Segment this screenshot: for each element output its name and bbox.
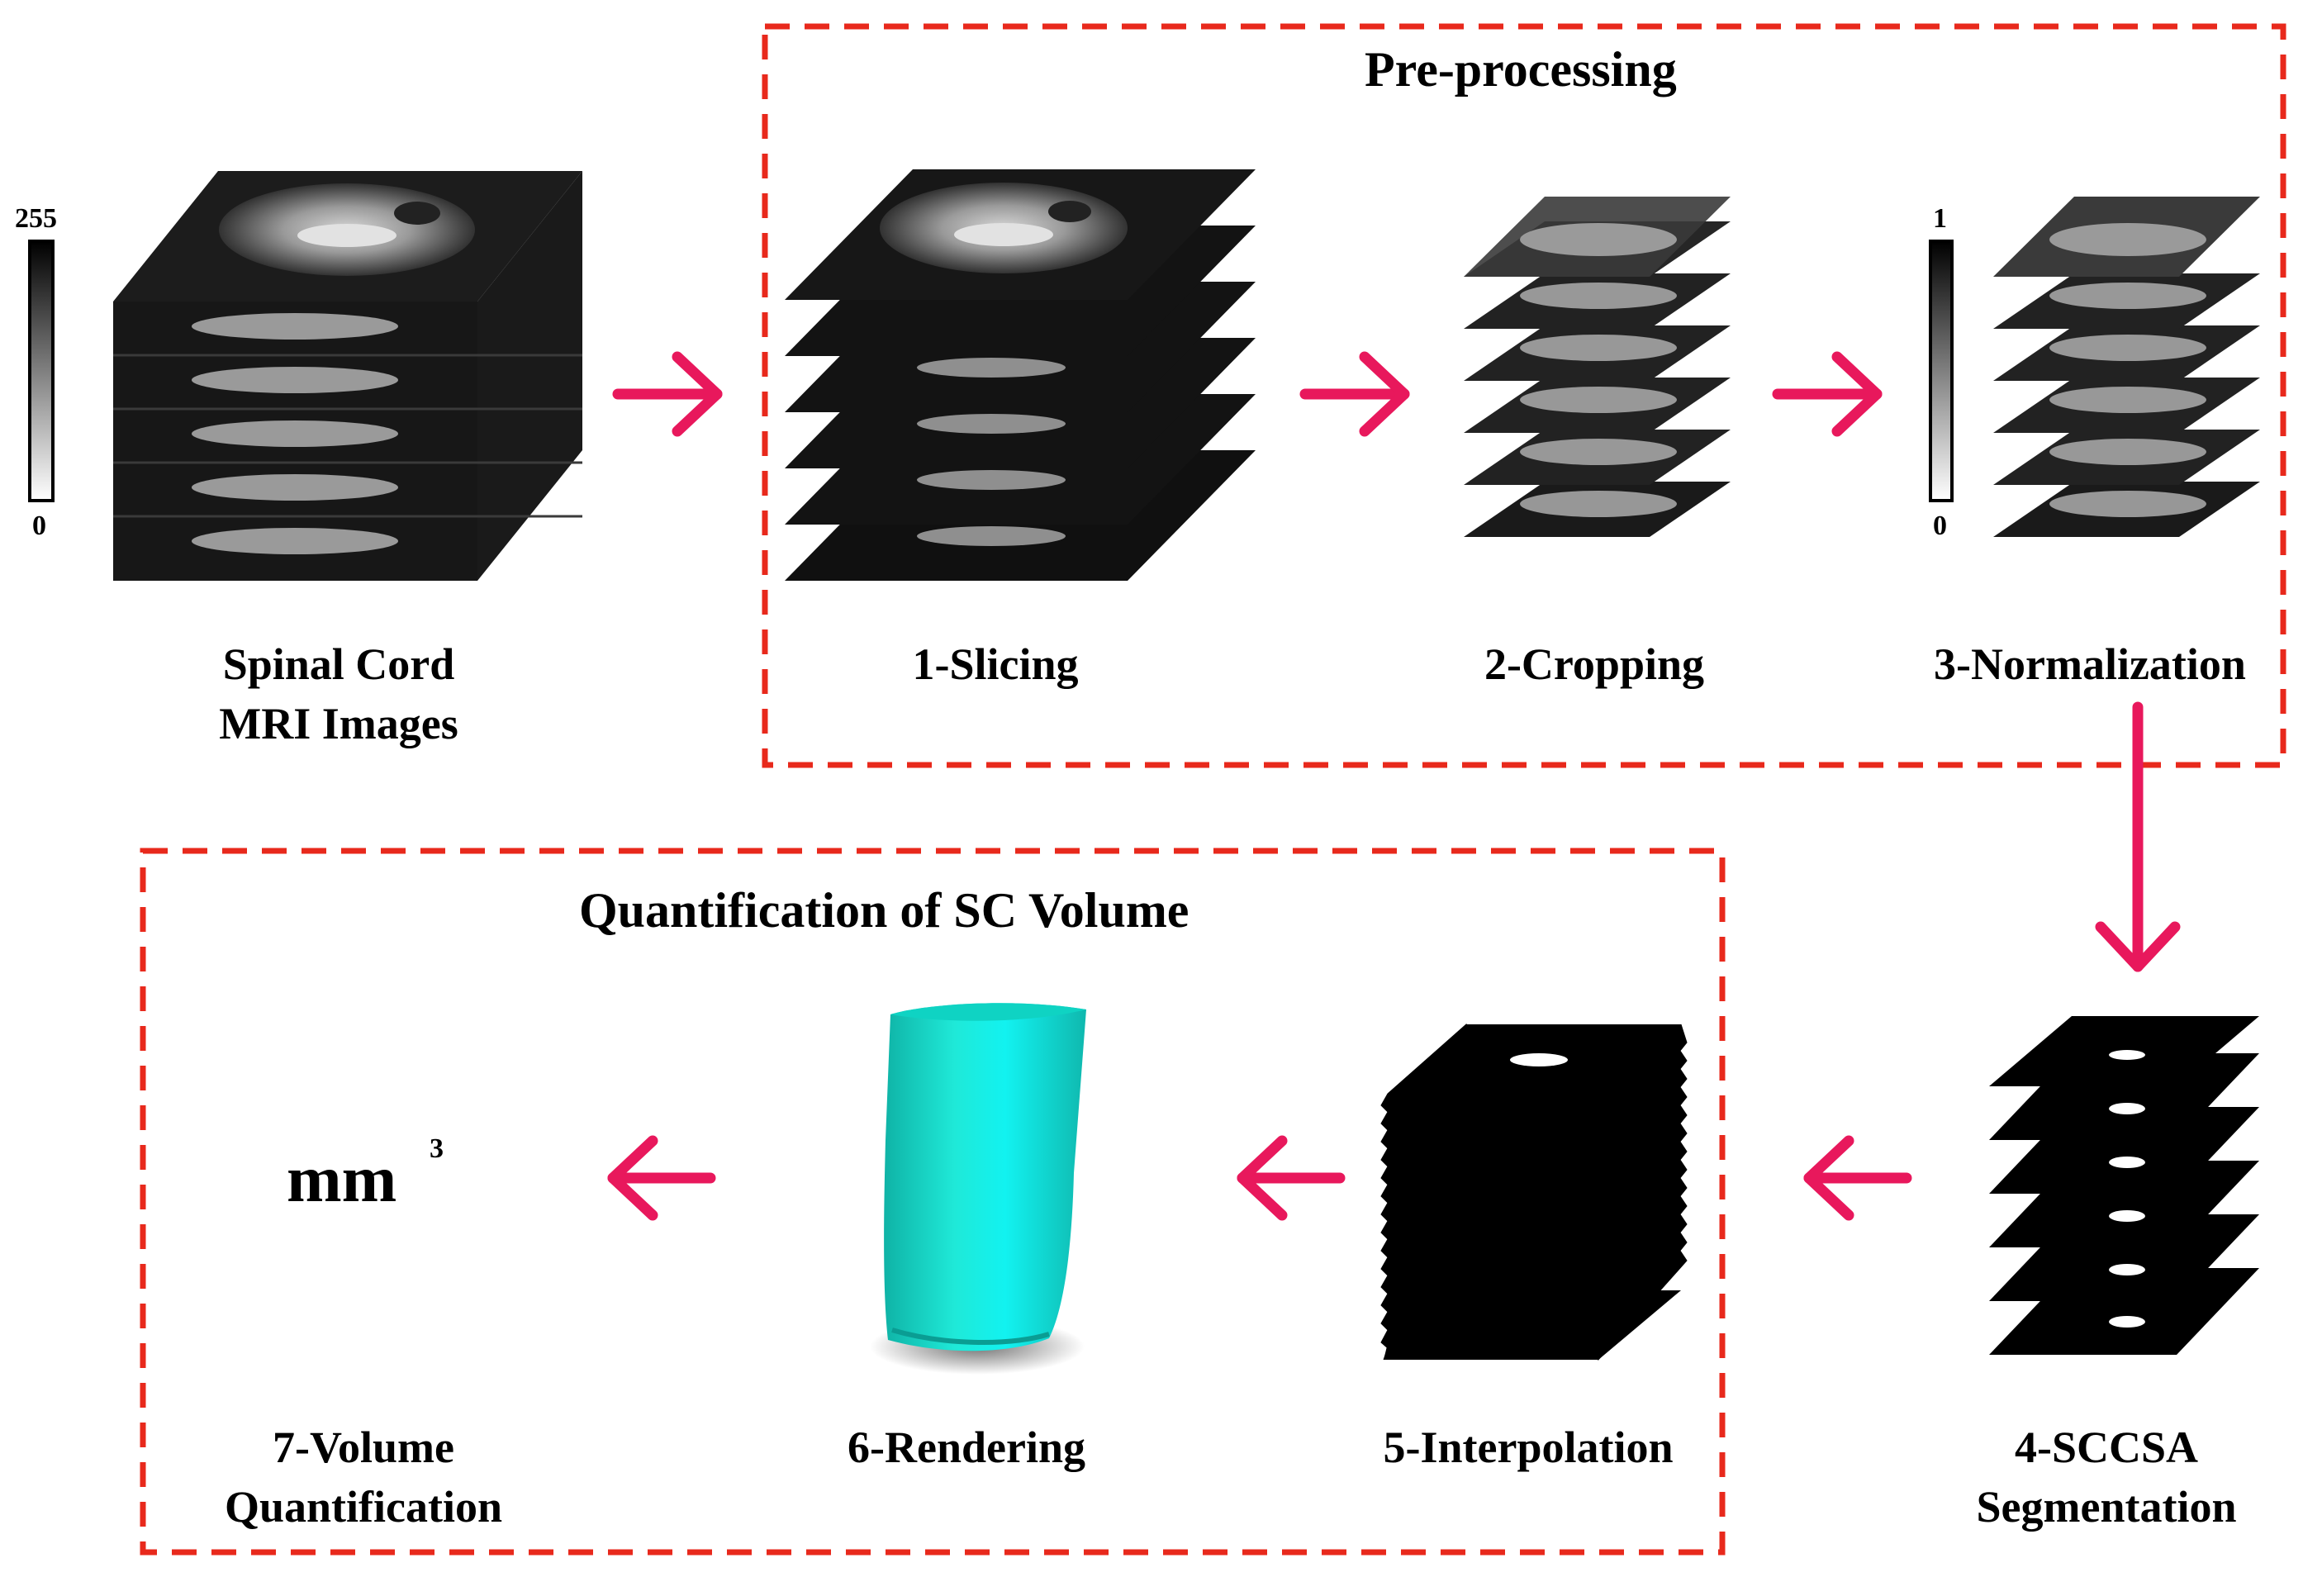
arrow-right-icon <box>612 351 723 437</box>
preprocessing-title: Pre-processing <box>1365 42 1677 97</box>
step-normalization-label: 3-Normalization <box>1934 639 2246 689</box>
rendered-cord-icon <box>870 1003 1086 1375</box>
grayscale-colorbar-icon <box>28 240 55 502</box>
arrow-left-icon <box>607 1135 716 1221</box>
step-slicing-label: 1-Slicing <box>912 639 1079 689</box>
volume-label-line1: 7-Volume <box>272 1423 454 1472</box>
quantification-title: Quantification of SC Volume <box>579 883 1189 938</box>
volume-unit: mm <box>287 1143 397 1216</box>
sliced-stack-icon <box>785 169 1256 581</box>
step-interpolation-label: 5-Interpolation <box>1383 1423 1674 1472</box>
input-label: Spinal Cord MRI Images <box>165 634 512 753</box>
preprocessing-frame <box>762 23 2286 768</box>
input-label-line1: Spinal Cord <box>222 639 455 689</box>
colorbar-min-label: 0 <box>32 511 46 541</box>
arrow-right-icon <box>1772 351 1883 437</box>
norm-colorbar-min-label: 0 <box>1933 511 1947 541</box>
step-rendering-label: 6-Rendering <box>848 1423 1085 1472</box>
cropped-stack-icon <box>1464 197 1731 537</box>
segmentation-mask-stack-icon <box>1989 1016 2259 1355</box>
arrow-left-icon <box>1237 1135 1346 1221</box>
colorbar-max-label: 255 <box>15 203 57 234</box>
normalized-stack-icon <box>1993 197 2260 537</box>
volume-unit-exponent: 3 <box>430 1133 444 1164</box>
quantification-frame <box>140 848 1726 1556</box>
interpolated-mask-stack-icon <box>1380 1023 1688 1361</box>
arrow-down-icon <box>2095 701 2181 972</box>
input-label-line2: MRI Images <box>219 699 458 748</box>
segmentation-label-line2: Segmentation <box>1976 1482 2237 1532</box>
step-cropping-label: 2-Cropping <box>1484 639 1705 689</box>
norm-colorbar-max-label: 1 <box>1933 203 1947 234</box>
mri-volume-icon <box>113 171 582 581</box>
segmentation-label-line1: 4-SCCSA <box>2014 1423 2199 1472</box>
grayscale-colorbar-icon <box>1929 240 1954 502</box>
arrow-left-icon <box>1803 1135 1912 1221</box>
step-volume-label: 7-Volume Quantification <box>198 1418 529 1537</box>
volume-label-line2: Quantification <box>224 1482 503 1532</box>
arrow-right-icon <box>1299 351 1410 437</box>
step-segmentation-label: 4-SCCSA Segmentation <box>1941 1418 2272 1537</box>
